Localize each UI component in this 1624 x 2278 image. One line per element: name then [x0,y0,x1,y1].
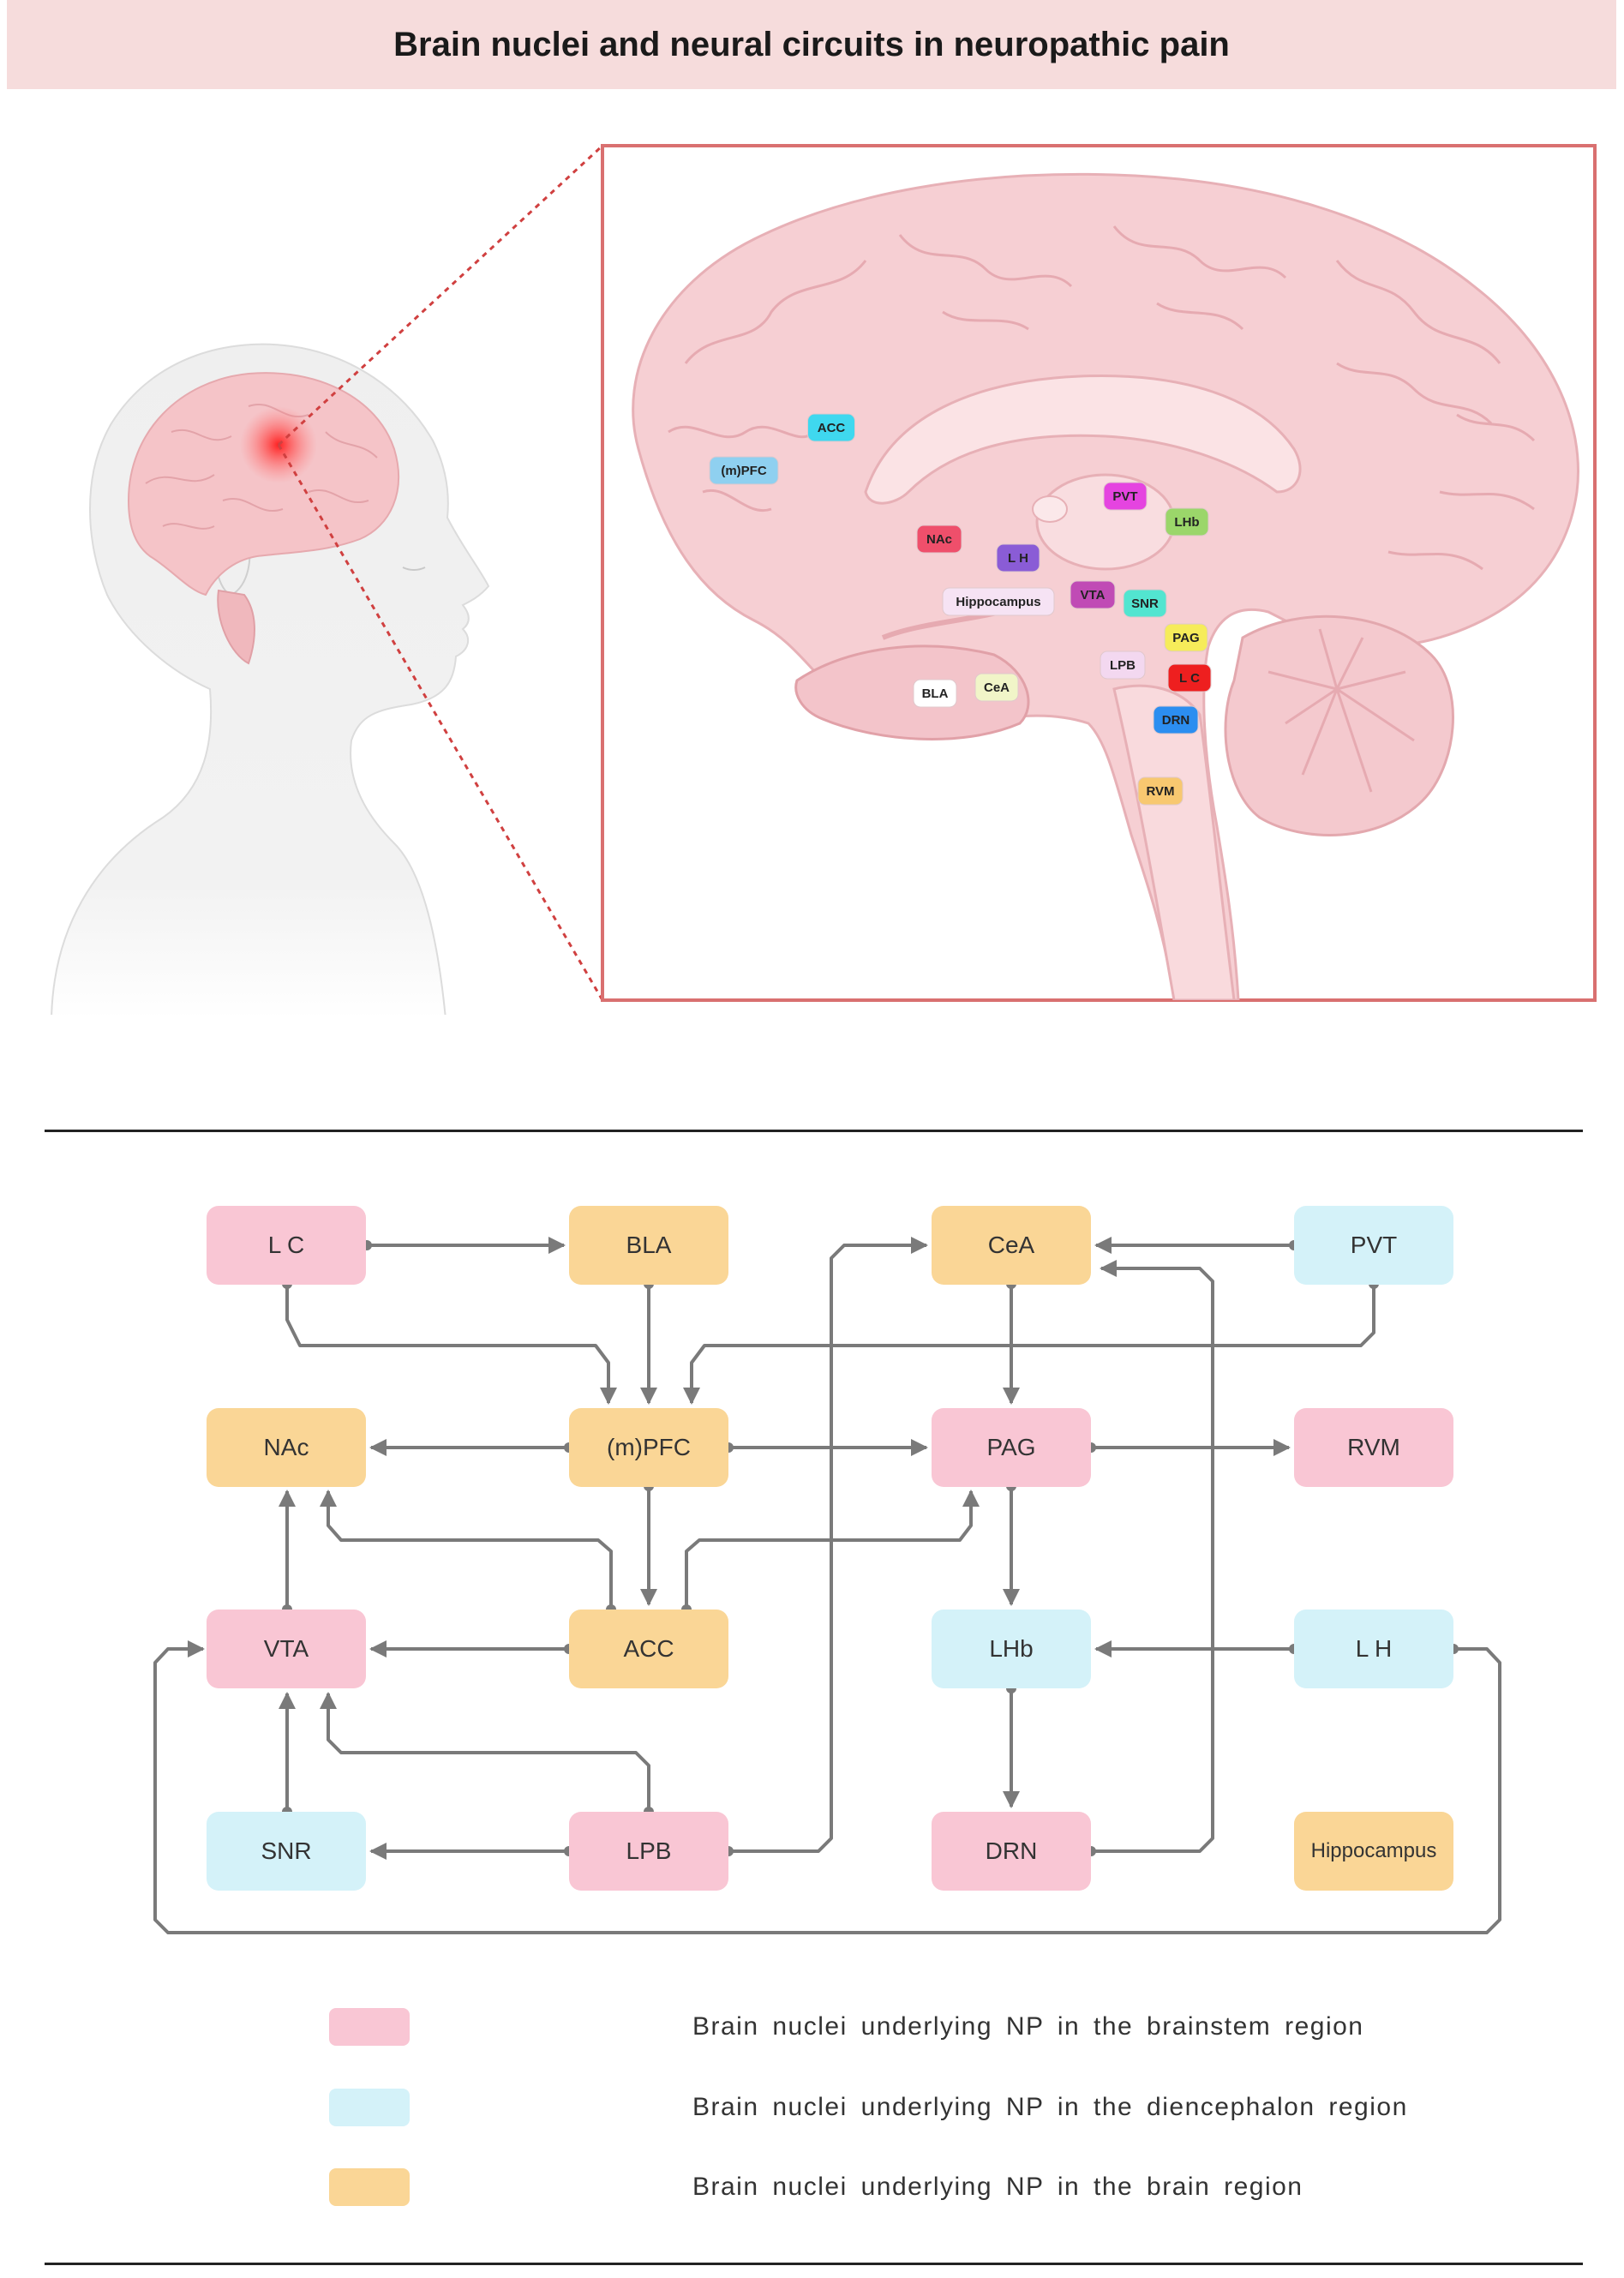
brain-label-bla: BLA [913,679,957,708]
node-vta: VTA [207,1610,366,1688]
node-drn: DRN [932,1812,1091,1891]
legend-text-brainstem: Brain nuclei underlying NP in the brains… [692,2012,1364,2041]
brain-label-cea: CeA [974,673,1019,702]
legend-text-diencephalon: Brain nuclei underlying NP in the dience… [692,2093,1408,2121]
brain-label-lc: L C [1167,663,1212,692]
svg-text:PVT: PVT [1112,489,1137,504]
brain-label-mpfc: (m)PFC [709,456,779,485]
brain-label-snr: SNR [1123,589,1167,618]
legend-text-brain: Brain nuclei underlying NP in the brain … [692,2173,1303,2201]
svg-text:NAc: NAc [926,532,952,547]
node-rvm: RVM [1294,1408,1453,1487]
figure-title: Brain nuclei and neural circuits in neur… [393,26,1230,63]
node-lc: L C [207,1206,366,1285]
node-snr: SNR [207,1812,366,1891]
edge-lc-to-mpfc [285,1284,617,1405]
zoom-lines [277,144,604,1001]
brain-label-lh: L H [996,543,1040,572]
svg-text:Hippocampus: Hippocampus [956,595,1040,609]
bottom-divider [45,2263,1583,2265]
brain-label-vta: VTA [1070,580,1116,609]
svg-text:VTA: VTA [1081,588,1106,602]
node-lpb: LPB [569,1812,728,1891]
node-cea: CeA [932,1206,1091,1285]
node-lh: L H [1294,1610,1453,1688]
svg-text:PAG: PAG [1172,631,1199,645]
brain-label-acc: ACC [807,413,855,442]
edge-lh-to-vta [153,1640,1501,1934]
svg-text:LHb: LHb [1174,515,1199,530]
edge-acc-to-pag [685,1490,980,1610]
svg-text:ACC: ACC [818,421,846,435]
svg-text:(m)PFC: (m)PFC [721,464,766,478]
svg-text:L C: L C [1179,671,1200,686]
node-lhb: LHb [932,1610,1091,1688]
svg-text:RVM: RVM [1146,784,1174,799]
legend-swatch-diencephalon [329,2089,410,2126]
edge-lpb-to-cea [728,1237,928,1853]
svg-text:LPB: LPB [1110,658,1136,673]
brain-label-rvm: RVM [1137,776,1184,806]
node-hippocampus: Hippocampus [1294,1812,1453,1891]
brain-label-nac: NAc [916,525,962,554]
edge-pvt-to-mpfc [683,1284,1375,1405]
edge-lpb-to-vta [320,1692,650,1812]
brain-label-lpb: LPB [1100,650,1146,680]
node-bla: BLA [569,1206,728,1285]
node-nac: NAc [207,1408,366,1487]
legend-swatch-brainstem [329,2008,410,2046]
node-pvt: PVT [1294,1206,1453,1285]
brain-label-pvt: PVT [1103,482,1148,511]
node-mpfc: (m)PFC [569,1408,728,1487]
top-divider [45,1130,1583,1132]
edge-drn-to-cea [1091,1260,1214,1853]
brain-label-hippocampus: Hippocampus [942,587,1055,616]
title-banner: Brain nuclei and neural circuits in neur… [7,0,1616,89]
svg-text:SNR: SNR [1131,596,1159,611]
edge-acc-to-nac [320,1490,613,1610]
brain-label-drn: DRN [1153,705,1199,734]
svg-text:CeA: CeA [984,680,1010,695]
svg-text:DRN: DRN [1162,713,1190,728]
svg-text:BLA: BLA [922,686,949,701]
brain-label-pag: PAG [1164,623,1208,652]
node-acc: ACC [569,1610,728,1688]
legend-swatch-brain [329,2168,410,2206]
svg-text:L H: L H [1008,551,1028,566]
brain-label-lhb: LHb [1165,507,1209,537]
node-pag: PAG [932,1408,1091,1487]
